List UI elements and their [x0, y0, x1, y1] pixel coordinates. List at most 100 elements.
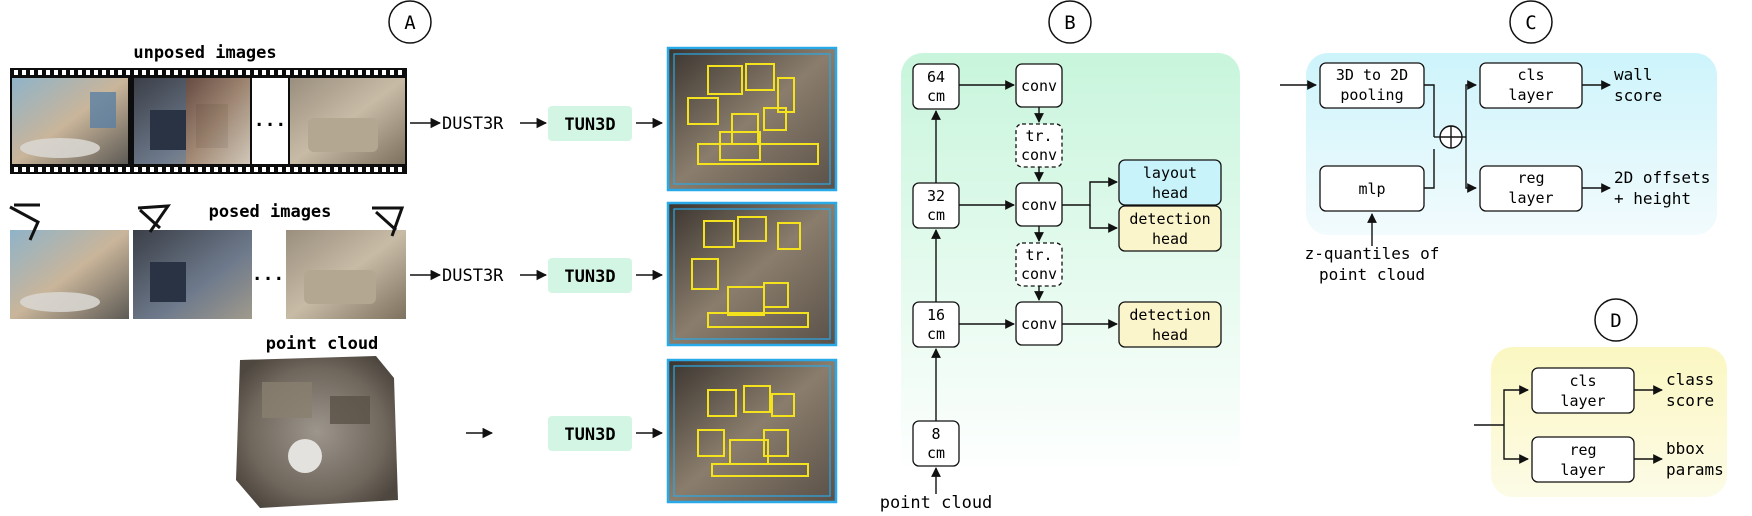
film-perforations	[14, 70, 402, 172]
panel-b-background	[901, 53, 1240, 479]
film-hole	[46, 70, 50, 75]
reg-line1: reg	[1517, 169, 1544, 187]
film-hole	[198, 167, 202, 172]
detection-box	[707, 312, 809, 328]
film-hole	[222, 167, 226, 172]
layout-head: layout head	[1118, 159, 1222, 206]
panel-c-input-line1: z-quantiles of	[1305, 244, 1440, 263]
reg-line2: layer	[1508, 189, 1553, 207]
panel-c-reg-layer: reg layer	[1479, 165, 1583, 212]
panel-d-reg-layer: reg layer	[1531, 436, 1635, 483]
detection-box	[697, 143, 819, 165]
panel-c-badge: C	[1525, 12, 1536, 34]
tr-conv-block-lower: tr. conv	[1015, 242, 1063, 287]
panel-c-cls-layer: cls layer	[1479, 62, 1583, 109]
film-hole	[390, 70, 394, 75]
film-hole	[46, 167, 50, 172]
film-hole	[334, 167, 338, 172]
film-hole	[174, 167, 178, 172]
film-hole	[134, 167, 138, 172]
film-hole	[166, 70, 170, 75]
film-hole	[22, 70, 26, 75]
conv-label: conv	[1021, 77, 1057, 95]
film-hole	[294, 70, 298, 75]
film-hole	[54, 167, 58, 172]
film-hole	[158, 70, 162, 75]
detection-box	[711, 463, 809, 477]
panel-c: C 3D to 2D pooling mlp z-quantiles of po…	[1280, 0, 1717, 284]
film-hole	[230, 70, 234, 75]
conv-label: conv	[1021, 196, 1057, 214]
film-hole	[110, 167, 114, 172]
bbox-params-line2: params	[1666, 460, 1724, 479]
film-hole	[222, 70, 226, 75]
panel-d-badge: D	[1610, 310, 1621, 332]
film-hole	[262, 167, 266, 172]
row3-tun3d-box	[548, 416, 632, 451]
film-hole	[150, 167, 154, 172]
camera-icon	[137, 204, 172, 233]
detection-box	[771, 393, 795, 417]
pooling-block: 3D to 2D pooling	[1319, 62, 1425, 109]
film-hole	[366, 70, 370, 75]
conv-block-top: conv	[1015, 63, 1063, 108]
film-hole	[126, 167, 130, 172]
pooling-line2: pooling	[1340, 86, 1403, 104]
level-32cm-value: 32	[927, 187, 945, 205]
film-hole	[358, 70, 362, 75]
film-hole	[238, 167, 242, 172]
film-hole	[374, 70, 378, 75]
posed-ellipsis: ...	[252, 264, 285, 285]
tr-conv-block-upper: tr. conv	[1015, 123, 1063, 168]
film-hole	[62, 167, 66, 172]
film-hole	[190, 167, 194, 172]
level-16cm-value: 16	[927, 306, 945, 324]
level-64cm-unit: cm	[927, 87, 945, 105]
film-hole	[374, 167, 378, 172]
detection-box	[719, 131, 761, 161]
tr-conv-line2: conv	[1021, 265, 1057, 283]
film-hole	[254, 70, 258, 75]
panel-a-badge: A	[404, 12, 416, 34]
camera-icon	[9, 203, 40, 241]
detection-box	[743, 385, 771, 413]
detection-box	[745, 63, 775, 91]
film-hole	[86, 70, 90, 75]
film-hole	[70, 167, 74, 172]
film-hole	[278, 167, 282, 172]
bbox-params-line1: bbox	[1666, 439, 1705, 458]
film-hole	[54, 70, 58, 75]
film-hole	[270, 167, 274, 172]
level-8cm-value: 8	[931, 425, 940, 443]
film-hole	[102, 167, 106, 172]
mlp-label: mlp	[1358, 180, 1385, 198]
point-cloud-title: point cloud	[266, 334, 379, 354]
film-hole	[350, 70, 354, 75]
film-hole	[358, 167, 362, 172]
row2-dust3r-label: DUST3R	[442, 266, 504, 286]
film-hole	[190, 70, 194, 75]
panel-a: A unposed images ... DUST3R TUN3D posed …	[9, 0, 838, 508]
film-hole	[366, 167, 370, 172]
film-hole	[110, 70, 114, 75]
film-hole	[238, 70, 242, 75]
cls-line2: layer	[1560, 392, 1605, 410]
film-hole	[206, 70, 210, 75]
layout-head-line1: layout	[1143, 164, 1197, 182]
film-hole	[326, 70, 330, 75]
film-strip: ...	[10, 68, 407, 174]
film-hole	[30, 70, 34, 75]
conv-label: conv	[1021, 315, 1057, 333]
detection-box	[691, 258, 719, 290]
tr-conv-line2: conv	[1021, 146, 1057, 164]
film-hole	[118, 70, 122, 75]
cls-line1: cls	[1569, 372, 1596, 390]
reg-line2: layer	[1560, 461, 1605, 479]
film-hole	[22, 167, 26, 172]
detection-head-line1: detection	[1129, 210, 1210, 228]
class-score-line2: score	[1666, 391, 1714, 410]
detection-box	[687, 97, 719, 125]
conv-block-middle: conv	[1015, 182, 1063, 227]
film-hole	[182, 70, 186, 75]
film-hole	[334, 70, 338, 75]
